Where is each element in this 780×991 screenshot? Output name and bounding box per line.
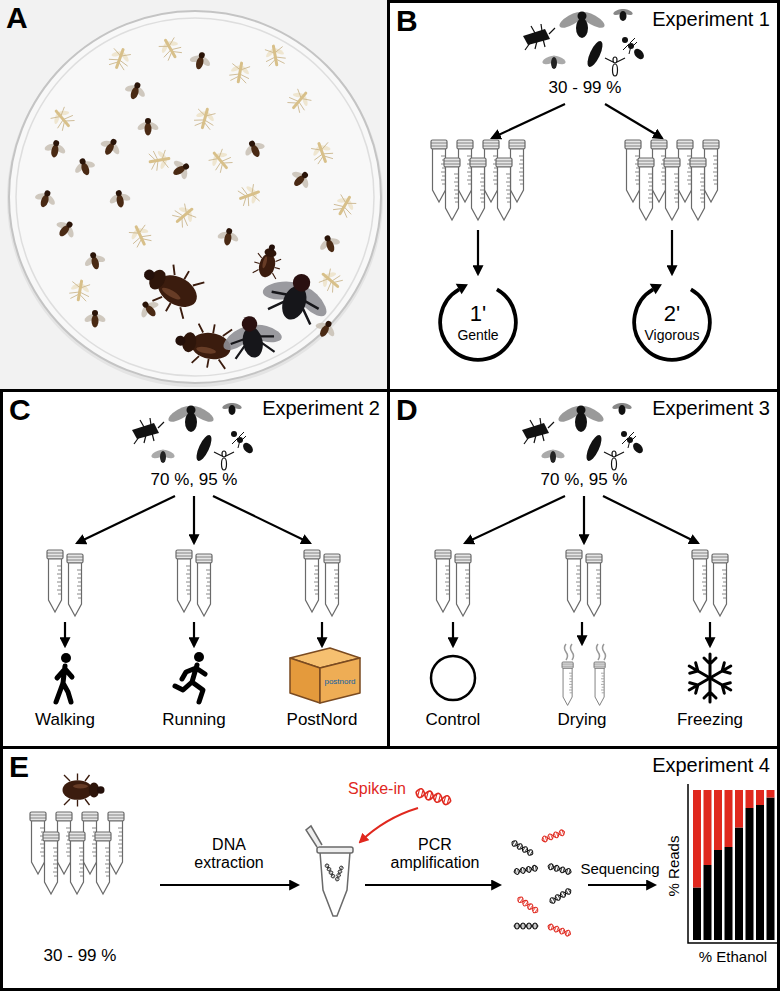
panel-frame: A	[0, 0, 390, 392]
panel-letter: C	[9, 393, 31, 426]
treatment-label: PostNord	[287, 710, 358, 730]
speed-number: 1'	[470, 301, 486, 326]
axis-label: % Reads	[665, 836, 682, 897]
panel-letter: D	[396, 393, 418, 426]
experiment-title: Experiment 2	[262, 397, 380, 419]
experiment-title: Experiment 4	[652, 754, 770, 776]
experiment-title: Experiment 3	[652, 397, 770, 419]
panel-letter: B	[396, 4, 418, 37]
ethanol-range: 70 %, 95 %	[541, 470, 628, 490]
treatment-label: Walking	[35, 710, 95, 730]
experiment-title: Experiment 1	[652, 8, 770, 30]
step-label: Sequencing	[580, 860, 659, 877]
step-label: PCR amplification	[379, 836, 491, 873]
speed-label: Gentle	[457, 327, 498, 343]
treatment-label: Drying	[557, 710, 606, 730]
panel-letter: A	[6, 1, 28, 34]
spike-in-label: Spike-in	[348, 780, 406, 798]
treatment-label: Freezing	[677, 710, 743, 730]
panel-frame: B Experiment 1 1'Gentle 2'Vigorous	[387, 0, 780, 392]
logo-text: postnord	[324, 677, 355, 686]
panel-frame: C Experiment 2	[0, 389, 390, 749]
speed-number: 2'	[664, 301, 680, 326]
ethanol-range: 70 %, 95 %	[151, 470, 238, 490]
speed-label: Vigorous	[644, 327, 699, 343]
ethanol-range: 30 - 99 %	[549, 78, 622, 98]
panel-letter: E	[9, 750, 29, 783]
axis-label: % Ethanol	[699, 948, 767, 965]
rotation-circle: 1'Gentle	[436, 280, 520, 364]
panel-frame: D Experiment 3	[387, 389, 780, 749]
circle-text-column: 2'Vigorous	[630, 280, 714, 364]
treatment-label: Running	[162, 710, 225, 730]
step-label: DNA extraction	[179, 836, 279, 873]
rotation-circle: 2'Vigorous	[630, 280, 714, 364]
ethanol-range: 30 - 99 %	[44, 946, 117, 966]
treatment-label: Control	[426, 710, 481, 730]
circle-text-column: 1'Gentle	[436, 280, 520, 364]
